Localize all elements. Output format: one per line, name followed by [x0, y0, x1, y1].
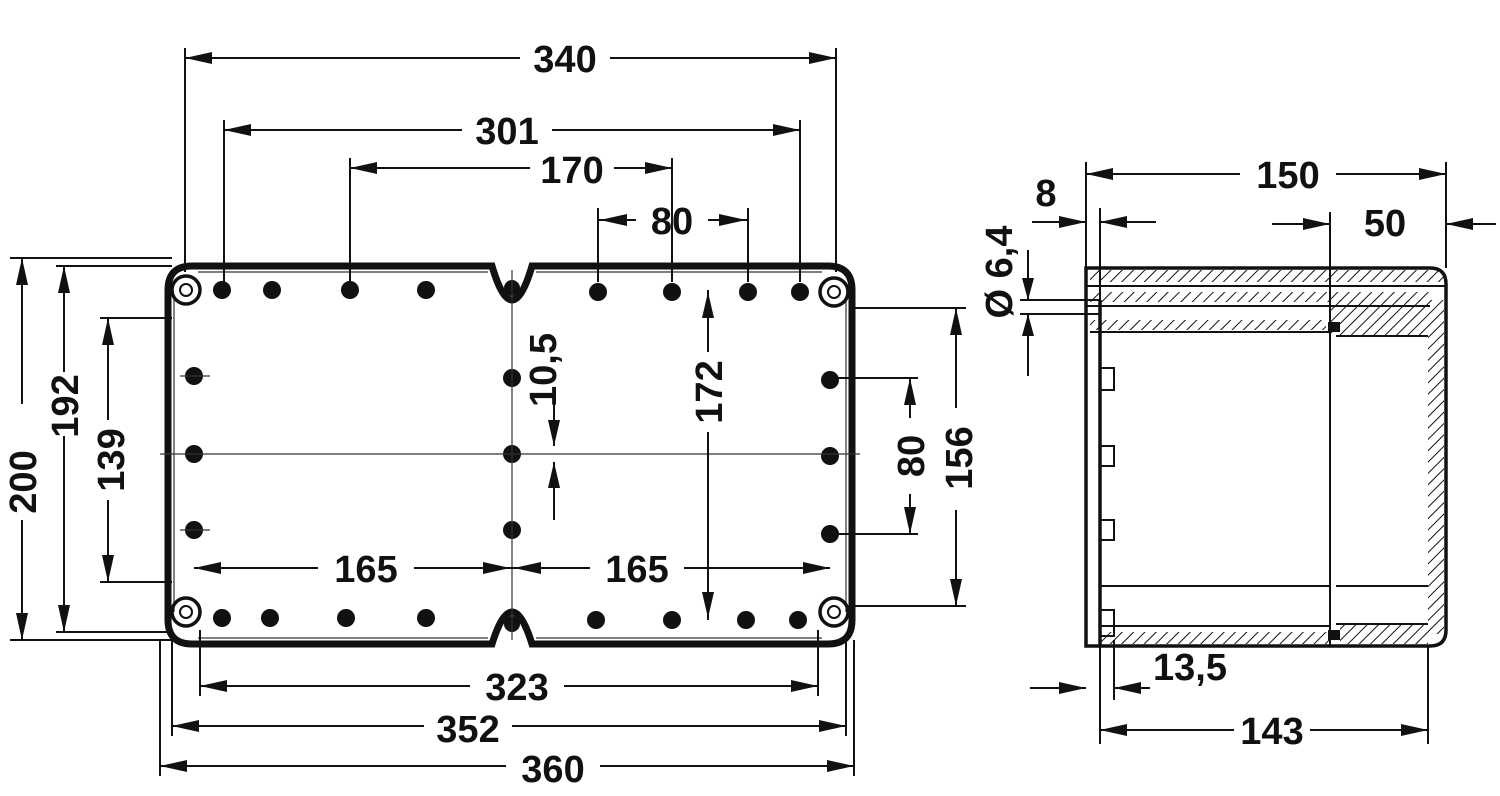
- dim-165-left: 165: [334, 549, 397, 591]
- corner-screws: [170, 274, 850, 628]
- dim-diameter-6-4: Ø 6,4: [979, 226, 1021, 319]
- dim-156: 156: [939, 426, 981, 489]
- dim-80-top: 80: [651, 201, 693, 243]
- dim-172: 172: [689, 360, 731, 423]
- holes-top-row: [213, 280, 809, 301]
- dim-139: 139: [91, 428, 133, 491]
- dim-200: 200: [3, 450, 45, 513]
- dim-352: 352: [436, 709, 499, 751]
- front-view: 340 301 170 80 172 1: [3, 39, 981, 791]
- dim-360: 360: [521, 749, 584, 791]
- dim-165-right: 165: [605, 549, 668, 591]
- dim-50: 50: [1364, 203, 1406, 245]
- holes-bottom-row: [213, 609, 807, 632]
- dim-340: 340: [533, 39, 596, 81]
- dim-143: 143: [1240, 711, 1303, 753]
- side-body-outline: [1084, 266, 1448, 648]
- dim-150: 150: [1256, 155, 1319, 197]
- side-view: 150 8 50 Ø 6,4 13,5: [979, 155, 1496, 753]
- dim-13-5: 13,5: [1153, 647, 1227, 689]
- dim-301: 301: [475, 111, 538, 153]
- enclosure-outline: [164, 262, 856, 648]
- dim-10-5: 10,5: [523, 333, 565, 407]
- dim-80-right: 80: [891, 435, 933, 477]
- dim-8: 8: [1035, 173, 1056, 215]
- dim-192: 192: [45, 374, 87, 437]
- dim-170: 170: [540, 150, 603, 192]
- dim-323: 323: [485, 667, 548, 709]
